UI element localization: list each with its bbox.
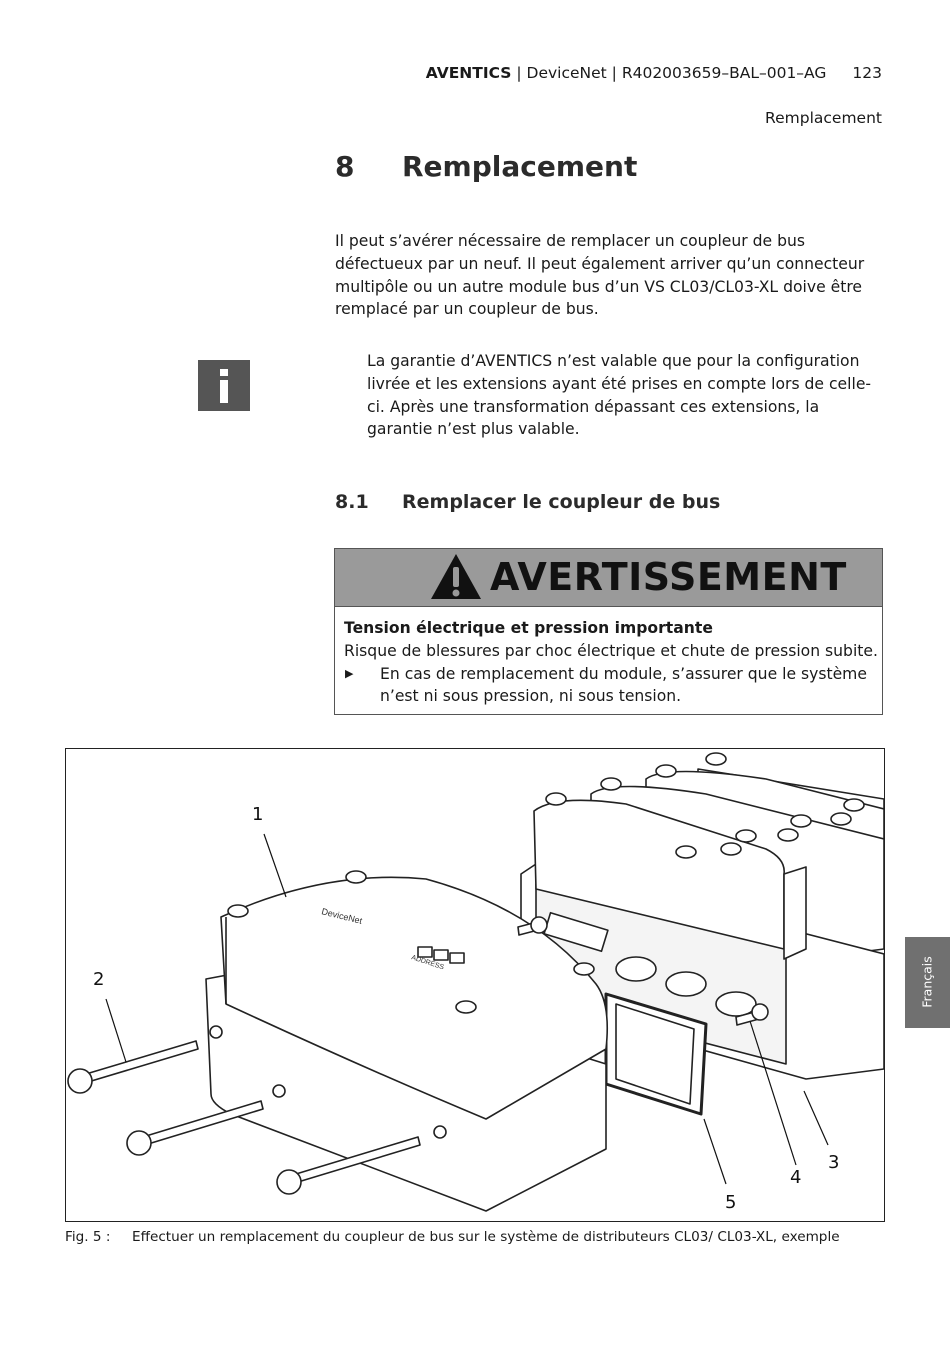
callout-5: 5	[725, 1192, 737, 1213]
header-doc-ref: | DeviceNet | R402003659–BAL–001–AG	[511, 64, 827, 82]
section-title: Remplacer le coupleur de bus	[402, 491, 721, 513]
info-icon	[198, 360, 250, 411]
intro-paragraph: Il peut s’avérer nécessaire de remplacer…	[335, 232, 865, 319]
callout-2: 2	[93, 969, 105, 990]
language-tab: Français	[905, 937, 950, 1028]
running-header: AVENTICS | DeviceNet | R402003659–BAL–00…	[0, 64, 882, 82]
warning-title: AVERTISSEMENT	[490, 555, 847, 599]
chapter-heading: 8 Remplacement	[335, 150, 637, 183]
page-number: 123	[852, 64, 882, 82]
callout-3: 3	[828, 1152, 840, 1173]
warning-triangle-icon	[431, 554, 481, 599]
caption-text: Effectuer un remplacement du coupleur de…	[132, 1229, 840, 1245]
bullet-arrow-icon: ▶	[345, 666, 354, 680]
section-number: 8.1	[335, 491, 369, 513]
section-heading: 8.1 Remplacer le coupleur de bus	[335, 491, 720, 513]
warning-subtitle: Tension électrique et pression important…	[344, 619, 713, 637]
figure-caption: Fig. 5 : Effectuer un remplacement du cou…	[65, 1229, 840, 1245]
warning-bullet: ▶ En cas de remplacement du module, s’as…	[344, 663, 879, 709]
warning-bullet-text: En cas de remplacement du module, s’assu…	[380, 664, 867, 706]
caption-label: Fig. 5 :	[65, 1229, 111, 1245]
warning-box: AVERTISSEMENT Tension électrique et pres…	[334, 548, 883, 715]
header-brand: AVENTICS	[425, 64, 512, 82]
language-tab-label: Français	[919, 956, 935, 1008]
figure-illustration: DeviceNet ADDRESS 1 2 3 4 5	[65, 748, 885, 1222]
warning-body: Tension électrique et pression important…	[344, 617, 879, 708]
warning-text: Risque de blessures par choc électrique …	[344, 641, 878, 660]
chapter-number: 8	[335, 150, 355, 183]
chapter-title: Remplacement	[402, 150, 638, 183]
callout-4: 4	[790, 1167, 802, 1188]
callout-1: 1	[252, 804, 264, 825]
section-tag: Remplacement	[765, 109, 882, 127]
bus-coupler-drawing: DeviceNet ADDRESS	[67, 752, 885, 1212]
info-note: La garantie d’AVENTICS n’est valable que…	[367, 352, 872, 439]
warning-header: AVERTISSEMENT	[335, 549, 882, 607]
